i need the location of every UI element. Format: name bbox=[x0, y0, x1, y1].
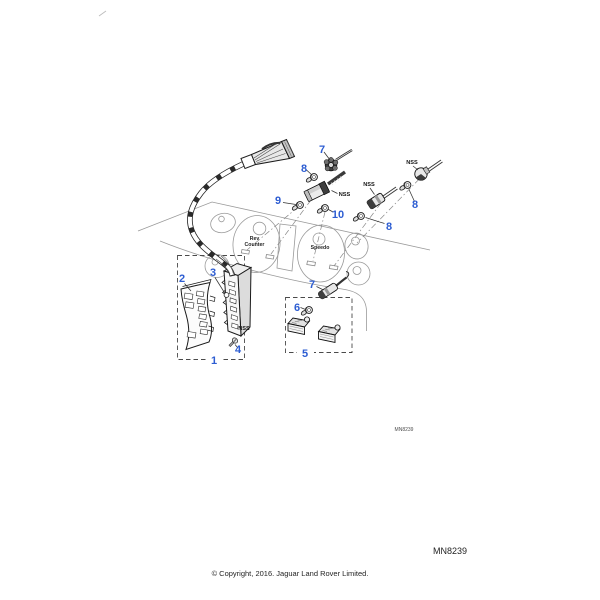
callout-10[interactable]: 10 bbox=[332, 209, 344, 221]
bulb-8-top bbox=[304, 172, 319, 184]
gauge-small-left-upper bbox=[210, 212, 236, 234]
nss-label: NSS bbox=[406, 160, 418, 166]
callout-9[interactable]: 9 bbox=[275, 195, 281, 207]
box5-label-gap bbox=[297, 348, 314, 359]
callout-7[interactable]: 7 bbox=[309, 279, 315, 291]
callout-4[interactable]: 4 bbox=[235, 344, 242, 356]
nss-bulb-holder-1 bbox=[303, 170, 346, 203]
connector-housing bbox=[221, 262, 253, 338]
callout-3[interactable]: 3 bbox=[210, 267, 216, 279]
nss-bulb-holder-3 bbox=[414, 159, 443, 181]
callout-2[interactable]: 2 bbox=[179, 273, 185, 285]
wiring-harness bbox=[187, 161, 245, 277]
callout-7[interactable]: 7 bbox=[319, 144, 325, 156]
callout-8[interactable]: 8 bbox=[386, 221, 392, 233]
gauge-label: Counter bbox=[245, 242, 265, 248]
bulb-9 bbox=[290, 200, 305, 212]
callout-6[interactable]: 6 bbox=[294, 302, 300, 314]
nss-labels: NSS NSS NSS NSS bbox=[238, 160, 418, 332]
gauge-small-right-upper bbox=[344, 232, 369, 260]
assembly-axis-lines bbox=[246, 169, 429, 267]
corner-tick-mark bbox=[98, 10, 107, 17]
bulb-10 bbox=[315, 203, 330, 215]
multi-pin-connector bbox=[240, 138, 296, 170]
rev-counter-gauge bbox=[232, 215, 281, 273]
speedo-gauge bbox=[297, 224, 345, 283]
assembly-box-5 bbox=[285, 297, 353, 353]
bulb-holder-7-lower bbox=[318, 271, 350, 300]
callout-leaders bbox=[184, 151, 419, 348]
housing-lug bbox=[223, 292, 230, 298]
callout-5[interactable]: 5 bbox=[302, 348, 308, 360]
bulb-8-middle bbox=[351, 211, 366, 223]
callout-8[interactable]: 8 bbox=[412, 199, 418, 211]
gauge-faces bbox=[204, 212, 371, 286]
callout-8[interactable]: 8 bbox=[301, 163, 307, 175]
switch-b bbox=[318, 324, 341, 343]
nss-label: NSS bbox=[339, 192, 351, 198]
gauge-label: Speedo bbox=[311, 245, 330, 251]
box1-label-gap bbox=[206, 355, 223, 366]
gauge-small-right-lower bbox=[346, 261, 371, 286]
callout-1[interactable]: 1 bbox=[211, 355, 217, 367]
nss-bulb-holder-2 bbox=[366, 186, 398, 210]
nss-label: NSS bbox=[363, 182, 375, 188]
lamp-housing-bracket bbox=[180, 279, 216, 351]
gauge-label: Rev bbox=[250, 236, 260, 242]
screw bbox=[228, 337, 239, 347]
nss-label: NSS bbox=[238, 326, 250, 332]
bulb-holder-7-top bbox=[323, 148, 353, 172]
copyright-text: © Copyright, 2016. Jaguar Land Rover Lim… bbox=[212, 569, 369, 578]
figure-ref-small: MN8239 bbox=[395, 427, 414, 433]
lamp-sockets bbox=[240, 249, 339, 271]
switch-a bbox=[287, 316, 311, 335]
drawing-number: MN8239 bbox=[433, 546, 467, 556]
